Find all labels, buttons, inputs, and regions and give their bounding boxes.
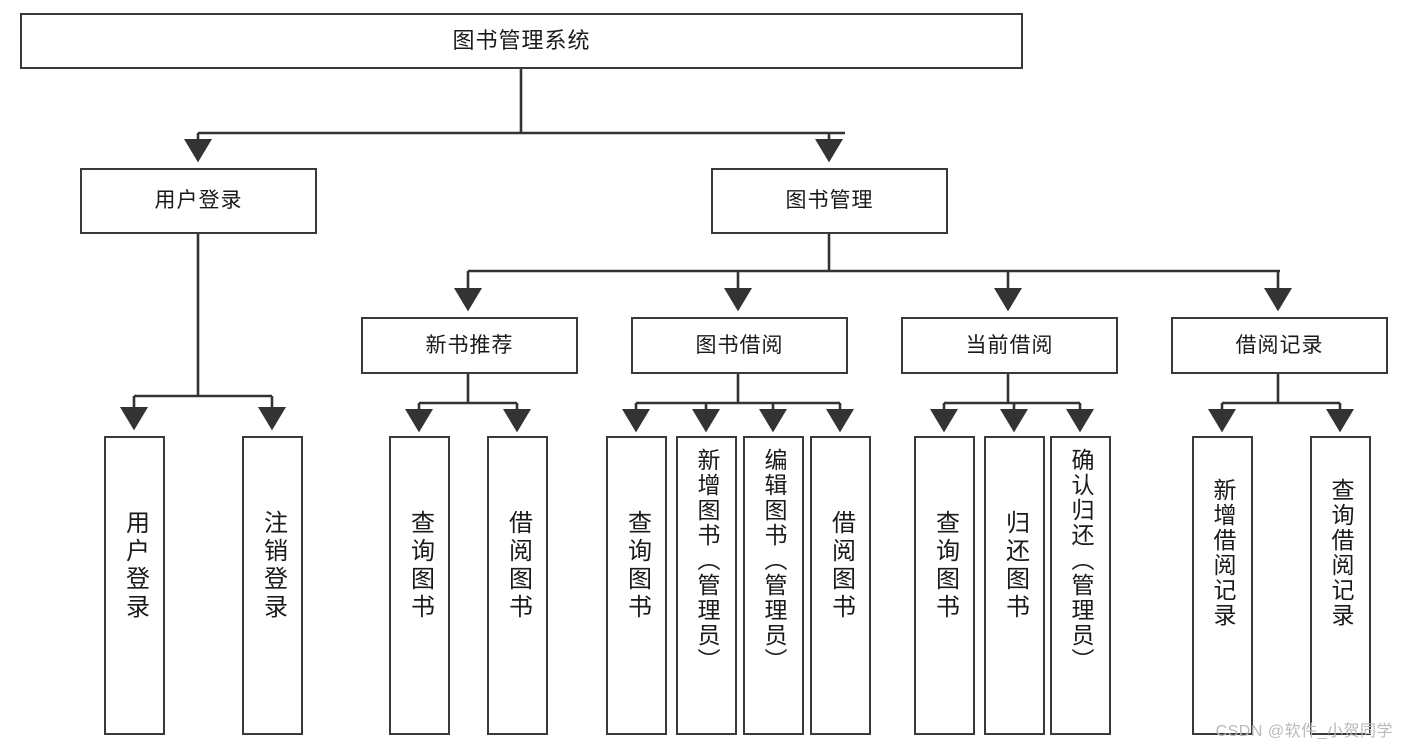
node-borrow-record-label: 借阅记录 [1235, 333, 1324, 357]
leaf-borrow-book-2-label: 借阅图书 [827, 510, 855, 622]
leaf-confirm-return[interactable]: 确认归还（管理员） [1050, 436, 1111, 735]
node-new-book-rec-label: 新书推荐 [425, 333, 514, 357]
leaf-borrow-book-2[interactable]: 借阅图书 [810, 436, 871, 735]
leaf-query-book-2-label: 查询图书 [623, 510, 651, 622]
leaf-add-book-label: 新增图书（管理员） [694, 448, 720, 673]
node-root-label: 图书管理系统 [452, 27, 591, 53]
leaf-query-book-2[interactable]: 查询图书 [606, 436, 667, 735]
leaf-add-record[interactable]: 新增借阅记录 [1192, 436, 1253, 735]
leaf-return-book[interactable]: 归还图书 [984, 436, 1045, 735]
leaf-edit-book-label: 编辑图书（管理员） [761, 448, 787, 673]
node-current-borrow-label: 当前借阅 [965, 333, 1054, 357]
leaf-add-book[interactable]: 新增图书（管理员） [676, 436, 737, 735]
leaf-query-book-3-label: 查询图书 [931, 510, 959, 622]
leaf-borrow-book-1-label: 借阅图书 [504, 510, 532, 622]
node-book-borrow-label: 图书借阅 [695, 333, 784, 357]
leaf-logout-label: 注销登录 [259, 510, 287, 622]
node-root[interactable]: 图书管理系统 [20, 13, 1023, 69]
leaf-edit-book[interactable]: 编辑图书（管理员） [743, 436, 804, 735]
node-current-borrow[interactable]: 当前借阅 [901, 317, 1118, 374]
node-user-login-label: 用户登录 [154, 189, 243, 213]
leaf-add-record-label: 新增借阅记录 [1210, 478, 1236, 628]
node-book-manage[interactable]: 图书管理 [711, 168, 948, 234]
leaf-query-book-3[interactable]: 查询图书 [914, 436, 975, 735]
leaf-confirm-return-label: 确认归还（管理员） [1068, 448, 1094, 673]
node-book-manage-label: 图书管理 [785, 189, 874, 213]
leaf-query-book-1[interactable]: 查询图书 [389, 436, 450, 735]
leaf-query-record-label: 查询借阅记录 [1328, 478, 1354, 628]
leaf-user-login-label: 用户登录 [121, 510, 149, 622]
leaf-query-record[interactable]: 查询借阅记录 [1310, 436, 1371, 735]
node-borrow-record[interactable]: 借阅记录 [1171, 317, 1388, 374]
node-book-borrow[interactable]: 图书借阅 [631, 317, 848, 374]
leaf-borrow-book-1[interactable]: 借阅图书 [487, 436, 548, 735]
node-new-book-rec[interactable]: 新书推荐 [361, 317, 578, 374]
leaf-logout[interactable]: 注销登录 [242, 436, 303, 735]
node-user-login[interactable]: 用户登录 [80, 168, 317, 234]
leaf-user-login[interactable]: 用户登录 [104, 436, 165, 735]
leaf-return-book-label: 归还图书 [1001, 510, 1029, 622]
leaf-query-book-1-label: 查询图书 [406, 510, 434, 622]
